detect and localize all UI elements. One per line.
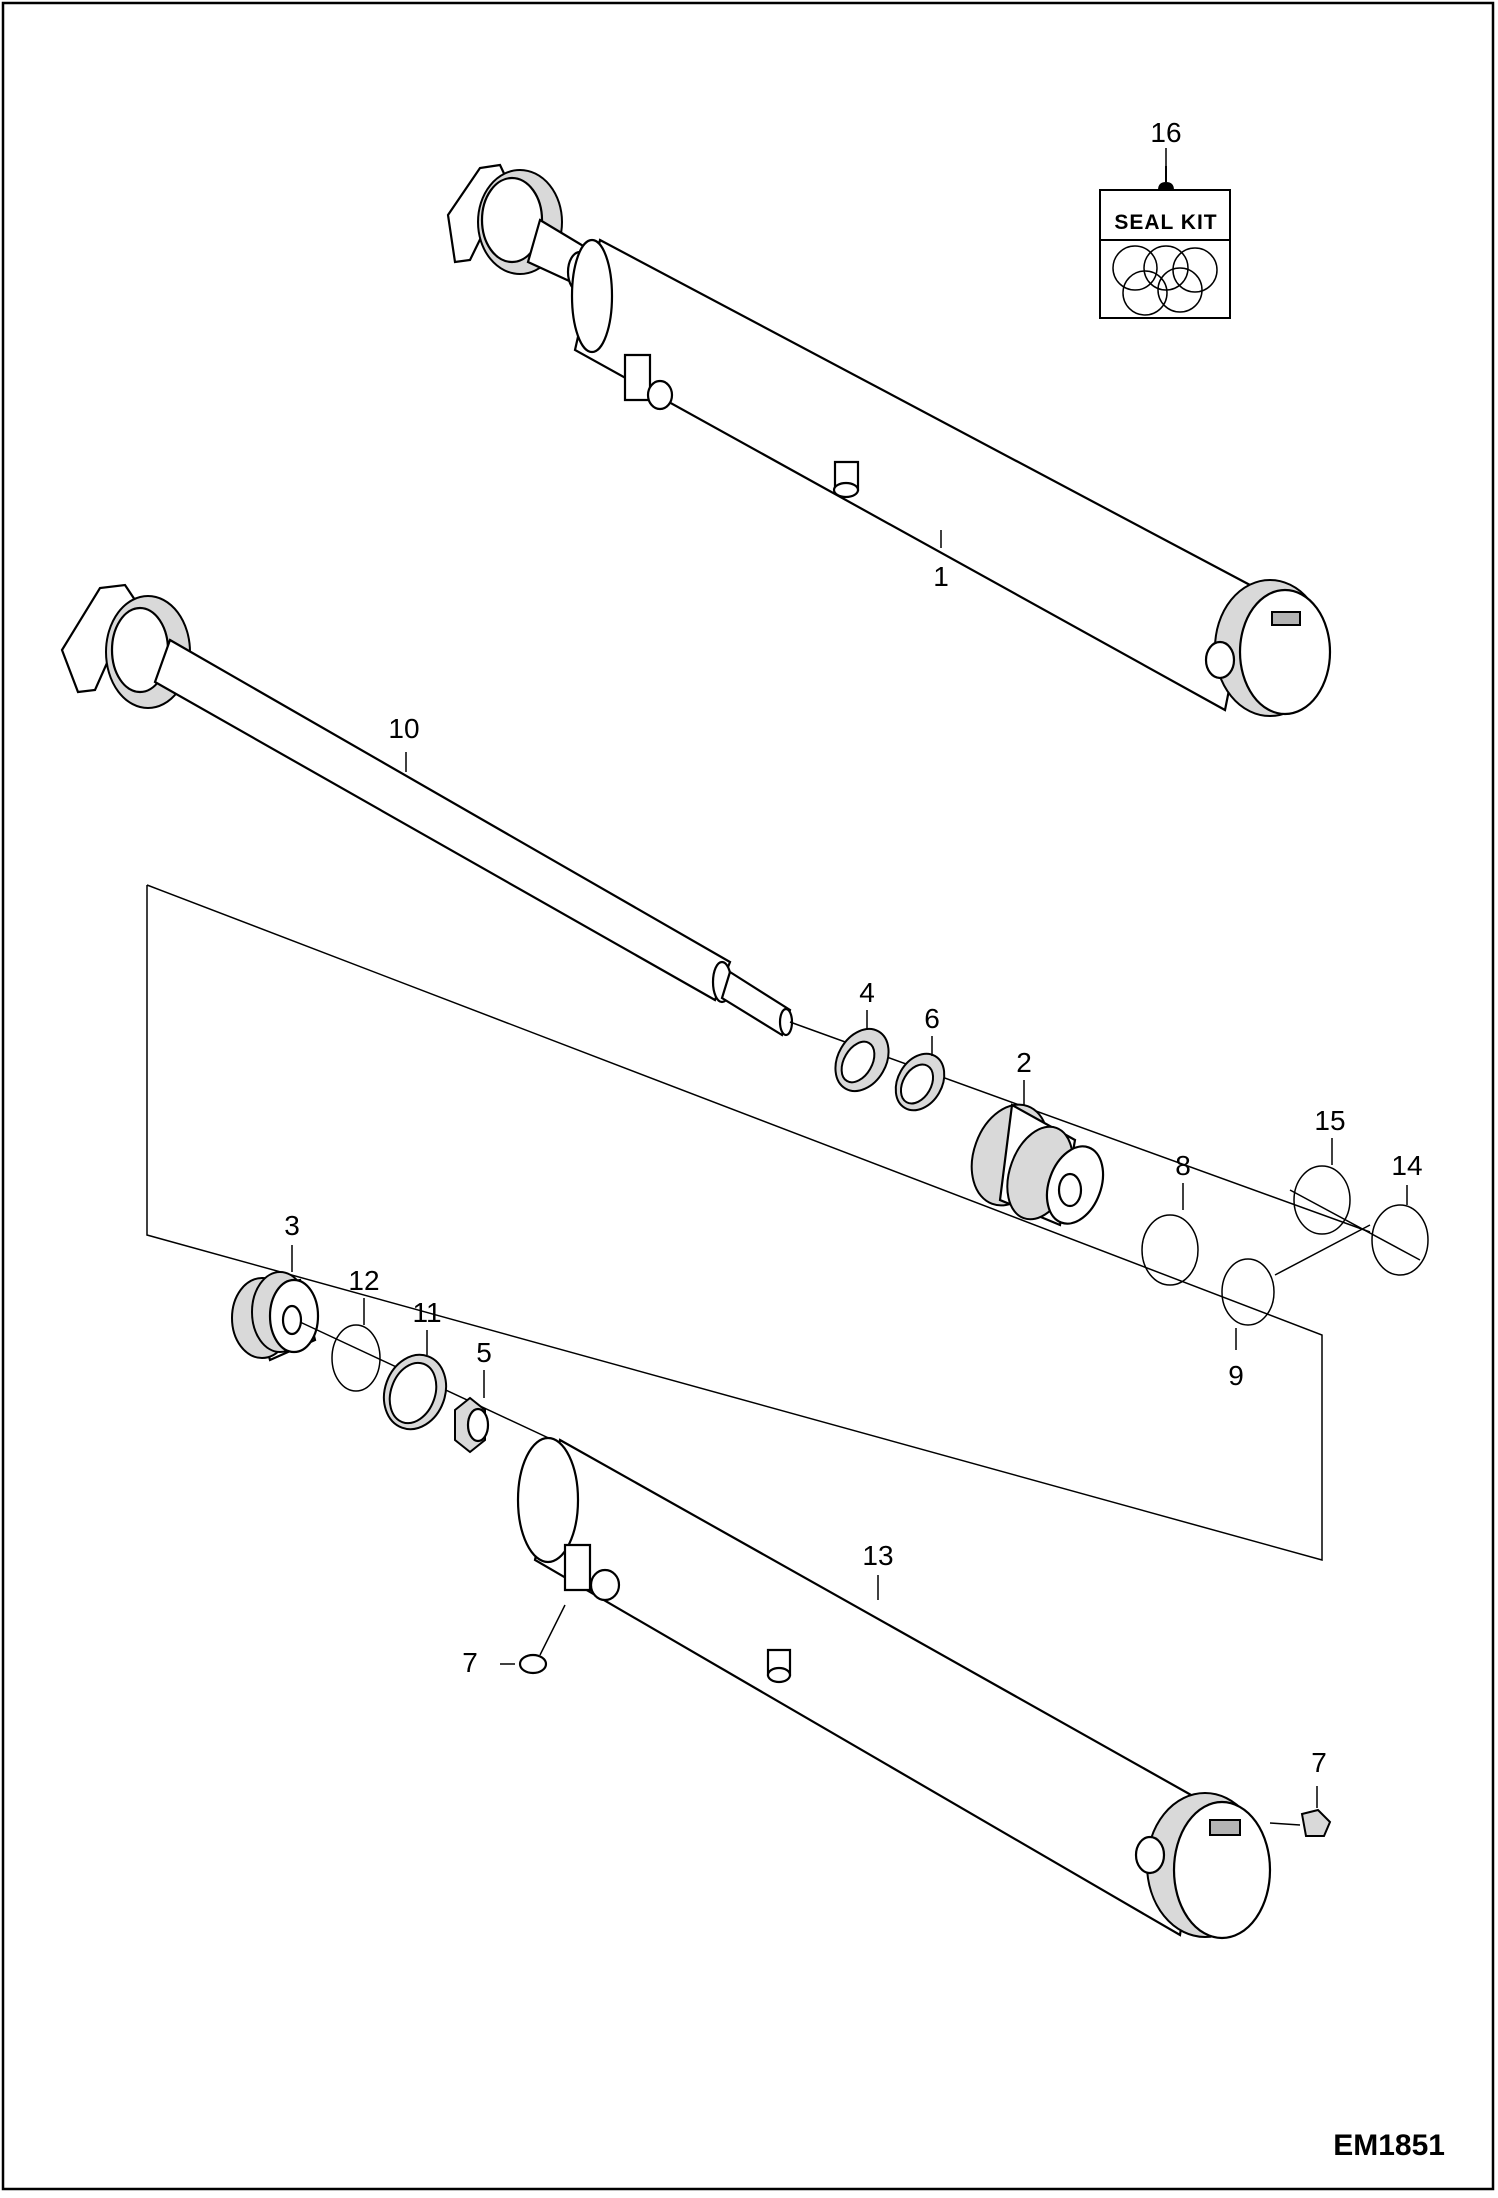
leader-lines <box>291 148 1408 1600</box>
callout-12: 12 <box>348 1265 379 1296</box>
lock-nut-part <box>454 1396 490 1454</box>
rod-seal-part <box>894 1052 946 1112</box>
cylinder-head-part <box>970 1103 1105 1227</box>
callout-7-left: 7 <box>462 1647 478 1678</box>
callout-15: 15 <box>1314 1105 1345 1136</box>
figure-code: EM1851 <box>1333 2129 1445 2162</box>
callout-14: 14 <box>1391 1150 1422 1181</box>
backup-ring-part-8 <box>1141 1214 1199 1286</box>
o-ring-part-15 <box>1293 1165 1351 1235</box>
seal-kit-box <box>1099 166 1231 319</box>
ring-axis-line <box>1274 1224 1371 1276</box>
cylinder-assembly-part <box>446 163 1332 717</box>
callout-2: 2 <box>1016 1047 1032 1078</box>
barrel-part <box>516 1436 1272 1940</box>
subassembly-frame <box>146 884 1323 1561</box>
callout-16: 16 <box>1150 117 1181 148</box>
o-ring-part-9 <box>1221 1258 1275 1326</box>
piston-part <box>231 1271 320 1362</box>
callout-5: 5 <box>476 1337 492 1368</box>
callout-4: 4 <box>859 977 875 1008</box>
callout-3: 3 <box>284 1210 300 1241</box>
backup-ring-part-14 <box>1371 1204 1429 1276</box>
callout-11: 11 <box>412 1297 441 1328</box>
rod-part <box>60 583 794 1037</box>
callout-7-right: 7 <box>1311 1747 1327 1778</box>
seal-kit-label: SEAL KIT <box>1114 211 1217 234</box>
callout-10: 10 <box>388 713 419 744</box>
piston-ring-part <box>331 1324 381 1392</box>
callout-13: 13 <box>862 1540 893 1571</box>
callout-8: 8 <box>1175 1150 1191 1181</box>
fitting-part-right <box>1269 1786 1332 1837</box>
fitting-part-left <box>500 1604 566 1675</box>
callout-1: 1 <box>933 561 949 592</box>
wiper-seal-part <box>834 1028 890 1092</box>
callout-9: 9 <box>1228 1360 1244 1391</box>
callout-6: 6 <box>924 1003 940 1034</box>
piston-seal-part <box>382 1353 448 1431</box>
